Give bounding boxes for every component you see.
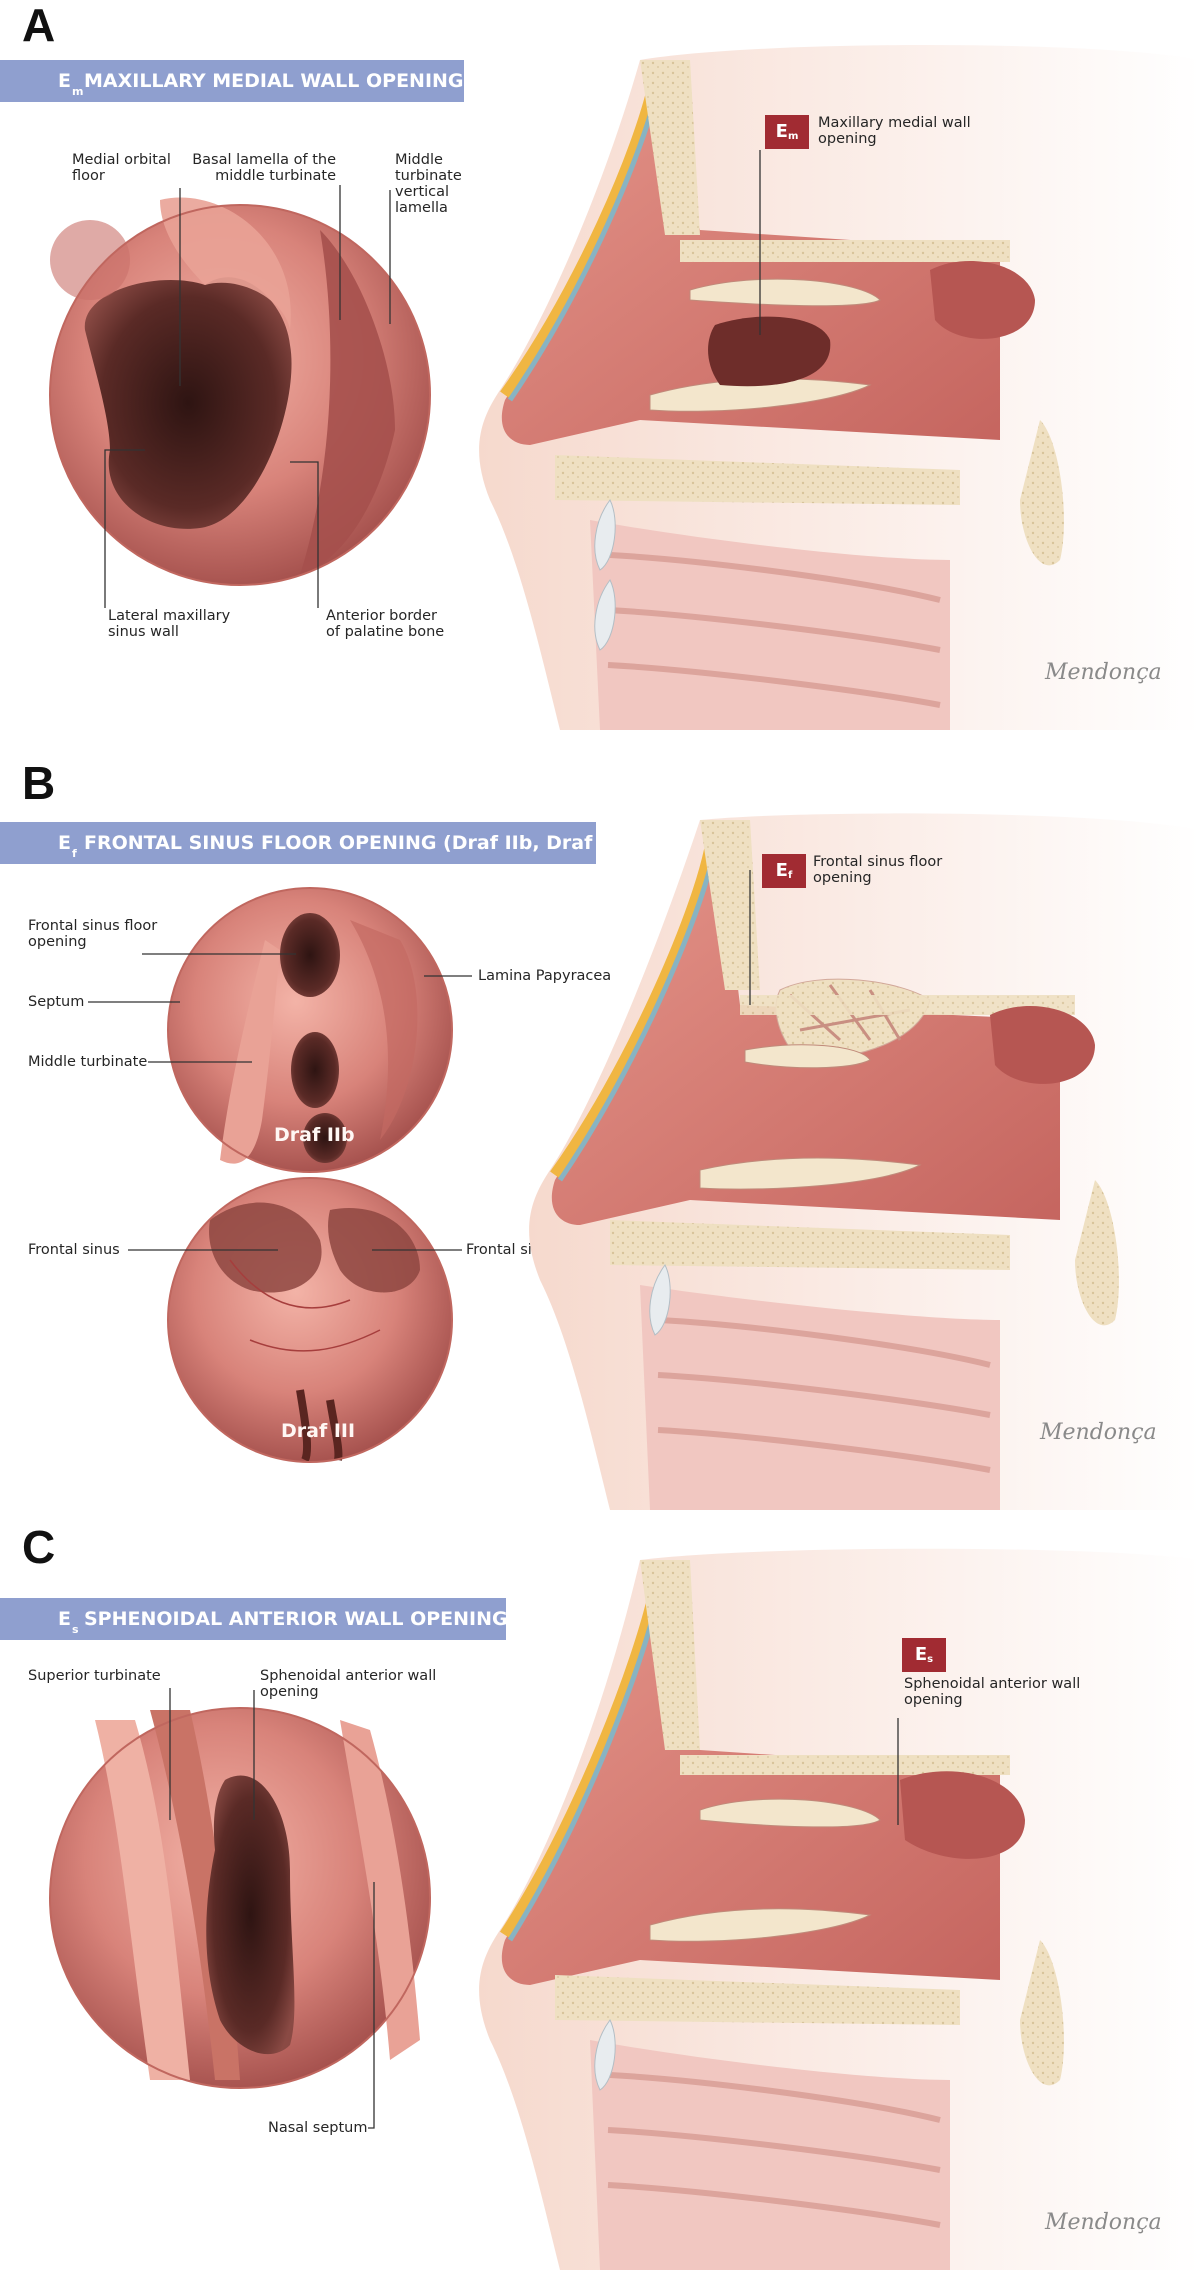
badge-e: E	[775, 860, 788, 881]
panel-title: FRONTAL SINUS FLOOR OPENING (Draf IIb, D…	[84, 832, 629, 854]
badge-e: E	[775, 121, 788, 142]
title-subscript: m	[72, 85, 84, 98]
badge-em: Em	[765, 115, 809, 149]
endoscopic-view-draf-iib	[88, 887, 472, 1173]
badge-subscript: f	[787, 870, 793, 881]
label-sphenoidal-anterior-wall-opening: Sphenoidal anterior wall opening	[260, 1668, 437, 1700]
sagittal-view-maxillary	[479, 45, 1200, 730]
artist-signature: Mendonça	[1045, 2210, 1162, 2235]
label-septum: Septum	[28, 994, 85, 1010]
label-draf-iib: Draf IIb	[274, 1124, 355, 1146]
panel-title-bar: E f FRONTAL SINUS FLOOR OPENING (Draf II…	[0, 822, 629, 864]
badge-subscript: s	[927, 1654, 934, 1665]
title-e: E	[58, 832, 71, 854]
badge-subscript: m	[787, 131, 799, 142]
badge-es: Es	[902, 1638, 946, 1672]
sagittal-view-frontal	[529, 813, 1200, 1510]
artist-signature: Mendonça	[1045, 660, 1162, 685]
badge-e: E	[914, 1644, 928, 1665]
panel-title: MAXILLARY MEDIAL WALL OPENING	[84, 70, 464, 92]
label-lateral-maxillary-sinus-wall: Lateral maxillary sinus wall	[108, 608, 231, 640]
panel-letter: B	[22, 757, 56, 809]
panel-title-bar: E m MAXILLARY MEDIAL WALL OPENING	[0, 60, 464, 102]
label-frontal-sinus-floor-opening: Frontal sinus floor opening	[28, 918, 158, 950]
panel-letter: A	[22, 0, 56, 51]
label-draf-iii: Draf III	[281, 1420, 356, 1442]
label-frontal-sinus-left: Frontal sinus	[28, 1242, 120, 1258]
panel-a: A E m MAXILLARY MEDIAL WALL OPENING Medi…	[0, 0, 1200, 740]
label-middle-turbinate: Middle turbinate	[28, 1054, 148, 1070]
label-nasal-septum: Nasal septum	[268, 2120, 368, 2136]
panel-title: SPHENOIDAL ANTERIOR WALL OPENING	[84, 1608, 508, 1630]
panel-c: C E s SPHENOIDAL ANTERIOR WALL OPENING S…	[0, 1520, 1200, 2278]
label-middle-turbinate-vertical-lamella: Middle turbinate vertical lamella	[395, 152, 462, 216]
endoscopic-view-sphenoidal	[49, 1688, 431, 2129]
panel-letter: C	[22, 1521, 56, 1573]
title-subscript: f	[72, 847, 77, 860]
label-basal-lamella: Basal lamella of the middle turbinate	[192, 152, 336, 184]
badge-ef: Ef	[762, 854, 806, 888]
label-superior-turbinate: Superior turbinate	[28, 1668, 161, 1684]
title-e: E	[58, 70, 71, 92]
sagittal-view-sphenoidal	[479, 1548, 1200, 2270]
label-medial-orbital-floor: Medial orbital floor	[72, 152, 171, 184]
callout-frontal-sinus-floor-opening: Frontal sinus floor opening	[813, 854, 943, 886]
callout-sphenoidal-anterior-wall-opening: Sphenoidal anterior wall opening	[904, 1676, 1081, 1708]
artist-signature: Mendonça	[1040, 1420, 1157, 1445]
endoscopic-view-draf-iii	[128, 1177, 462, 1463]
panel-b: B E f FRONTAL SINUS FLOOR OPENING (Draf …	[0, 740, 1200, 1520]
endoscopic-view-maxillary	[49, 185, 431, 608]
panel-title-bar: E s SPHENOIDAL ANTERIOR WALL OPENING	[0, 1598, 508, 1640]
title-subscript: s	[72, 1623, 79, 1636]
title-e: E	[58, 1608, 71, 1630]
callout-maxillary-medial-wall-opening: Maxillary medial wall opening	[818, 115, 971, 147]
label-lamina-papyracea: Lamina Papyracea	[478, 968, 612, 984]
label-anterior-border-palatine: Anterior border of palatine bone	[326, 608, 445, 640]
